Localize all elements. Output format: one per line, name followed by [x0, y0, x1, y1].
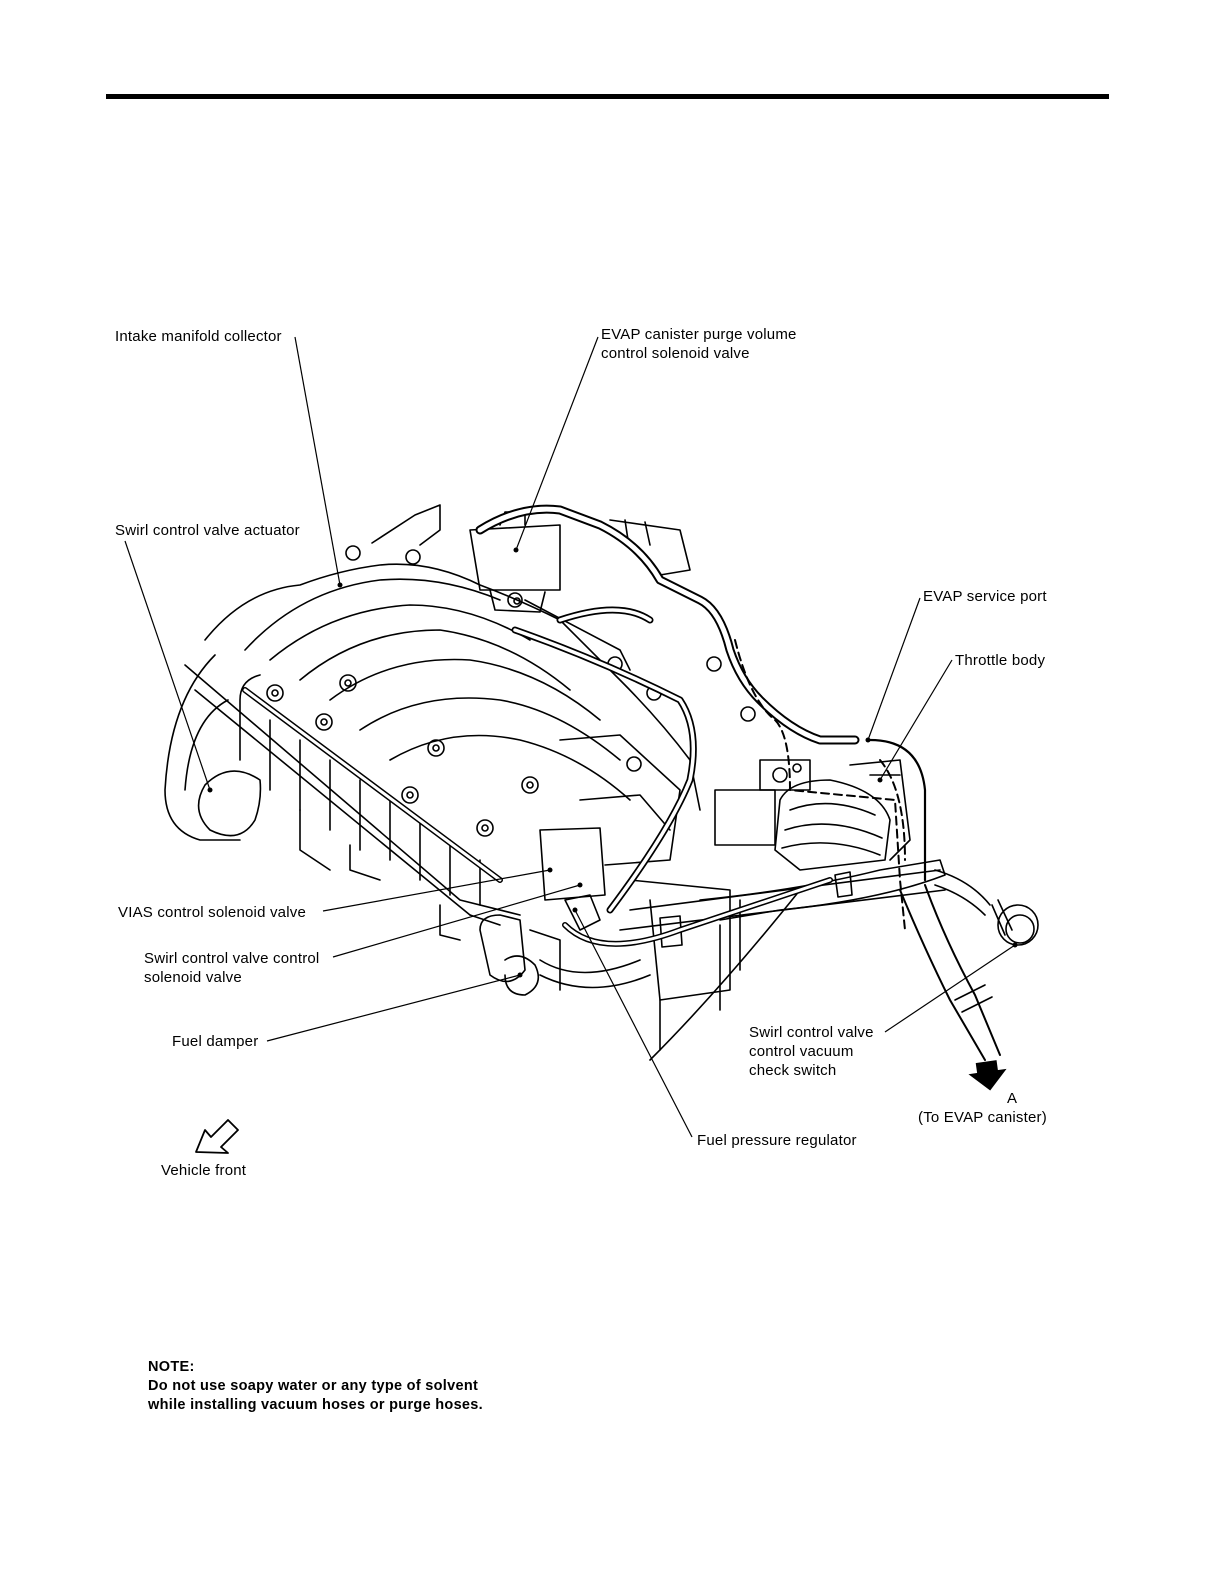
- label-evap-purge-valve-line1: EVAP canister purge volume: [601, 326, 797, 343]
- label-evap-service-port: EVAP service port: [923, 588, 1047, 605]
- label-check-switch-line2: control vacuum: [749, 1043, 854, 1060]
- check-switch-drawing: [934, 869, 1039, 946]
- label-vehicle-front: Vehicle front: [161, 1162, 247, 1179]
- hoses-drawing: [242, 504, 1001, 1061]
- leader-lines: [124, 336, 1016, 1138]
- label-vias-solenoid: VIAS control solenoid valve: [118, 904, 307, 921]
- throttle-body-drawing: [714, 759, 911, 871]
- label-intake-manifold-collector: Intake manifold collector: [115, 328, 282, 345]
- header-rule: [106, 94, 1109, 99]
- note-block: NOTE: Do not use soapy water or any type…: [148, 1358, 483, 1415]
- label-swirl-solenoid-line1: Swirl control valve control: [144, 950, 320, 967]
- evap-solenoid-drawing: [371, 504, 691, 671]
- label-swirl-solenoid-line2: solenoid valve: [144, 969, 242, 986]
- label-arrow-a: A: [1007, 1090, 1018, 1107]
- label-check-switch-line3: check switch: [749, 1062, 837, 1079]
- note-line-2: while installing vacuum hoses or purge h…: [148, 1397, 483, 1413]
- label-swirl-actuator: Swirl control valve actuator: [115, 522, 300, 539]
- fuel-rail-drawing: [164, 654, 521, 941]
- label-evap-purge-valve-line2: control solenoid valve: [601, 345, 750, 362]
- solenoid-block-drawing: [539, 734, 731, 1051]
- vehicle-front-arrow-icon: [195, 1119, 239, 1154]
- label-throttle-body: Throttle body: [955, 652, 1046, 669]
- label-to-evap-canister: (To EVAP canister): [918, 1109, 1047, 1126]
- label-fuel-damper: Fuel damper: [172, 1033, 259, 1050]
- note-line-1: Do not use soapy water or any type of so…: [148, 1378, 479, 1394]
- leader-dots: [207, 547, 1018, 978]
- note-title: NOTE:: [148, 1359, 195, 1375]
- label-fuel-pressure-regulator: Fuel pressure regulator: [697, 1132, 857, 1149]
- down-arrow-icon: [968, 1060, 1007, 1091]
- label-check-switch-line1: Swirl control valve: [749, 1024, 874, 1041]
